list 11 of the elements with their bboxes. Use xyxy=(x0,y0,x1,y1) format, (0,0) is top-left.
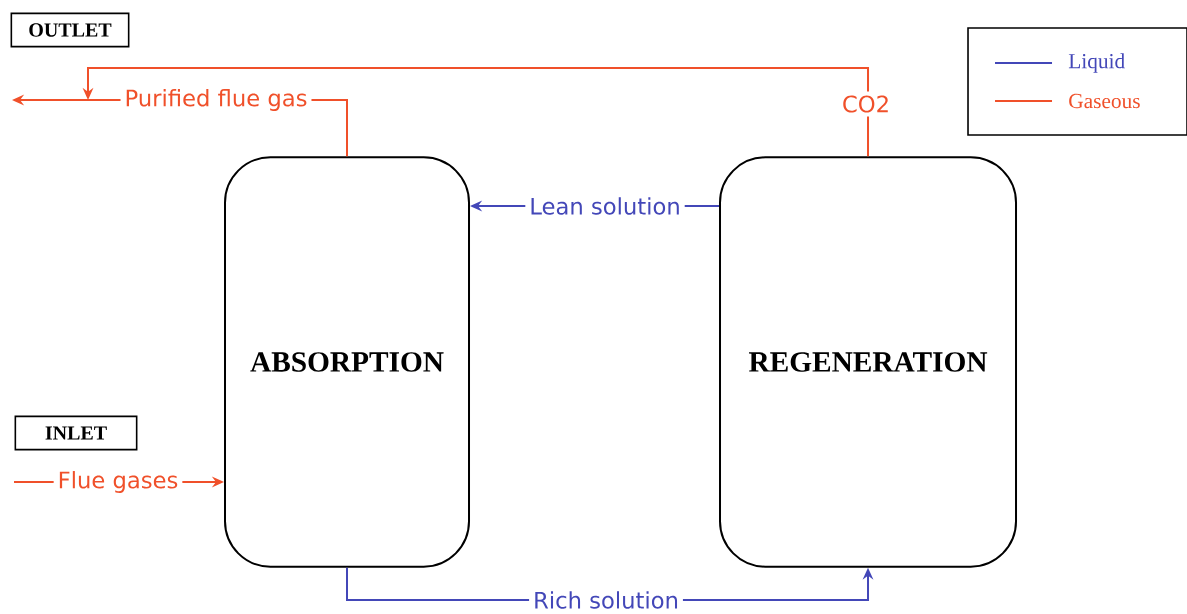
edge-label: Flue gases xyxy=(53,467,183,497)
label-box: INLET xyxy=(14,415,138,451)
legend-label: Liquid xyxy=(1068,53,1125,73)
legend-label: Gaseous xyxy=(1069,93,1140,109)
edge-label: Lean solution xyxy=(525,193,685,219)
edge-label: Rich solution xyxy=(529,587,683,613)
edge-label: CO2 xyxy=(837,91,895,117)
label-box: OUTLET xyxy=(10,12,130,48)
vessel-box: ABSORPTION xyxy=(224,156,470,568)
edge-label: Purified flue gas xyxy=(120,85,312,115)
vessel-box: REGENERATION xyxy=(719,156,1017,568)
